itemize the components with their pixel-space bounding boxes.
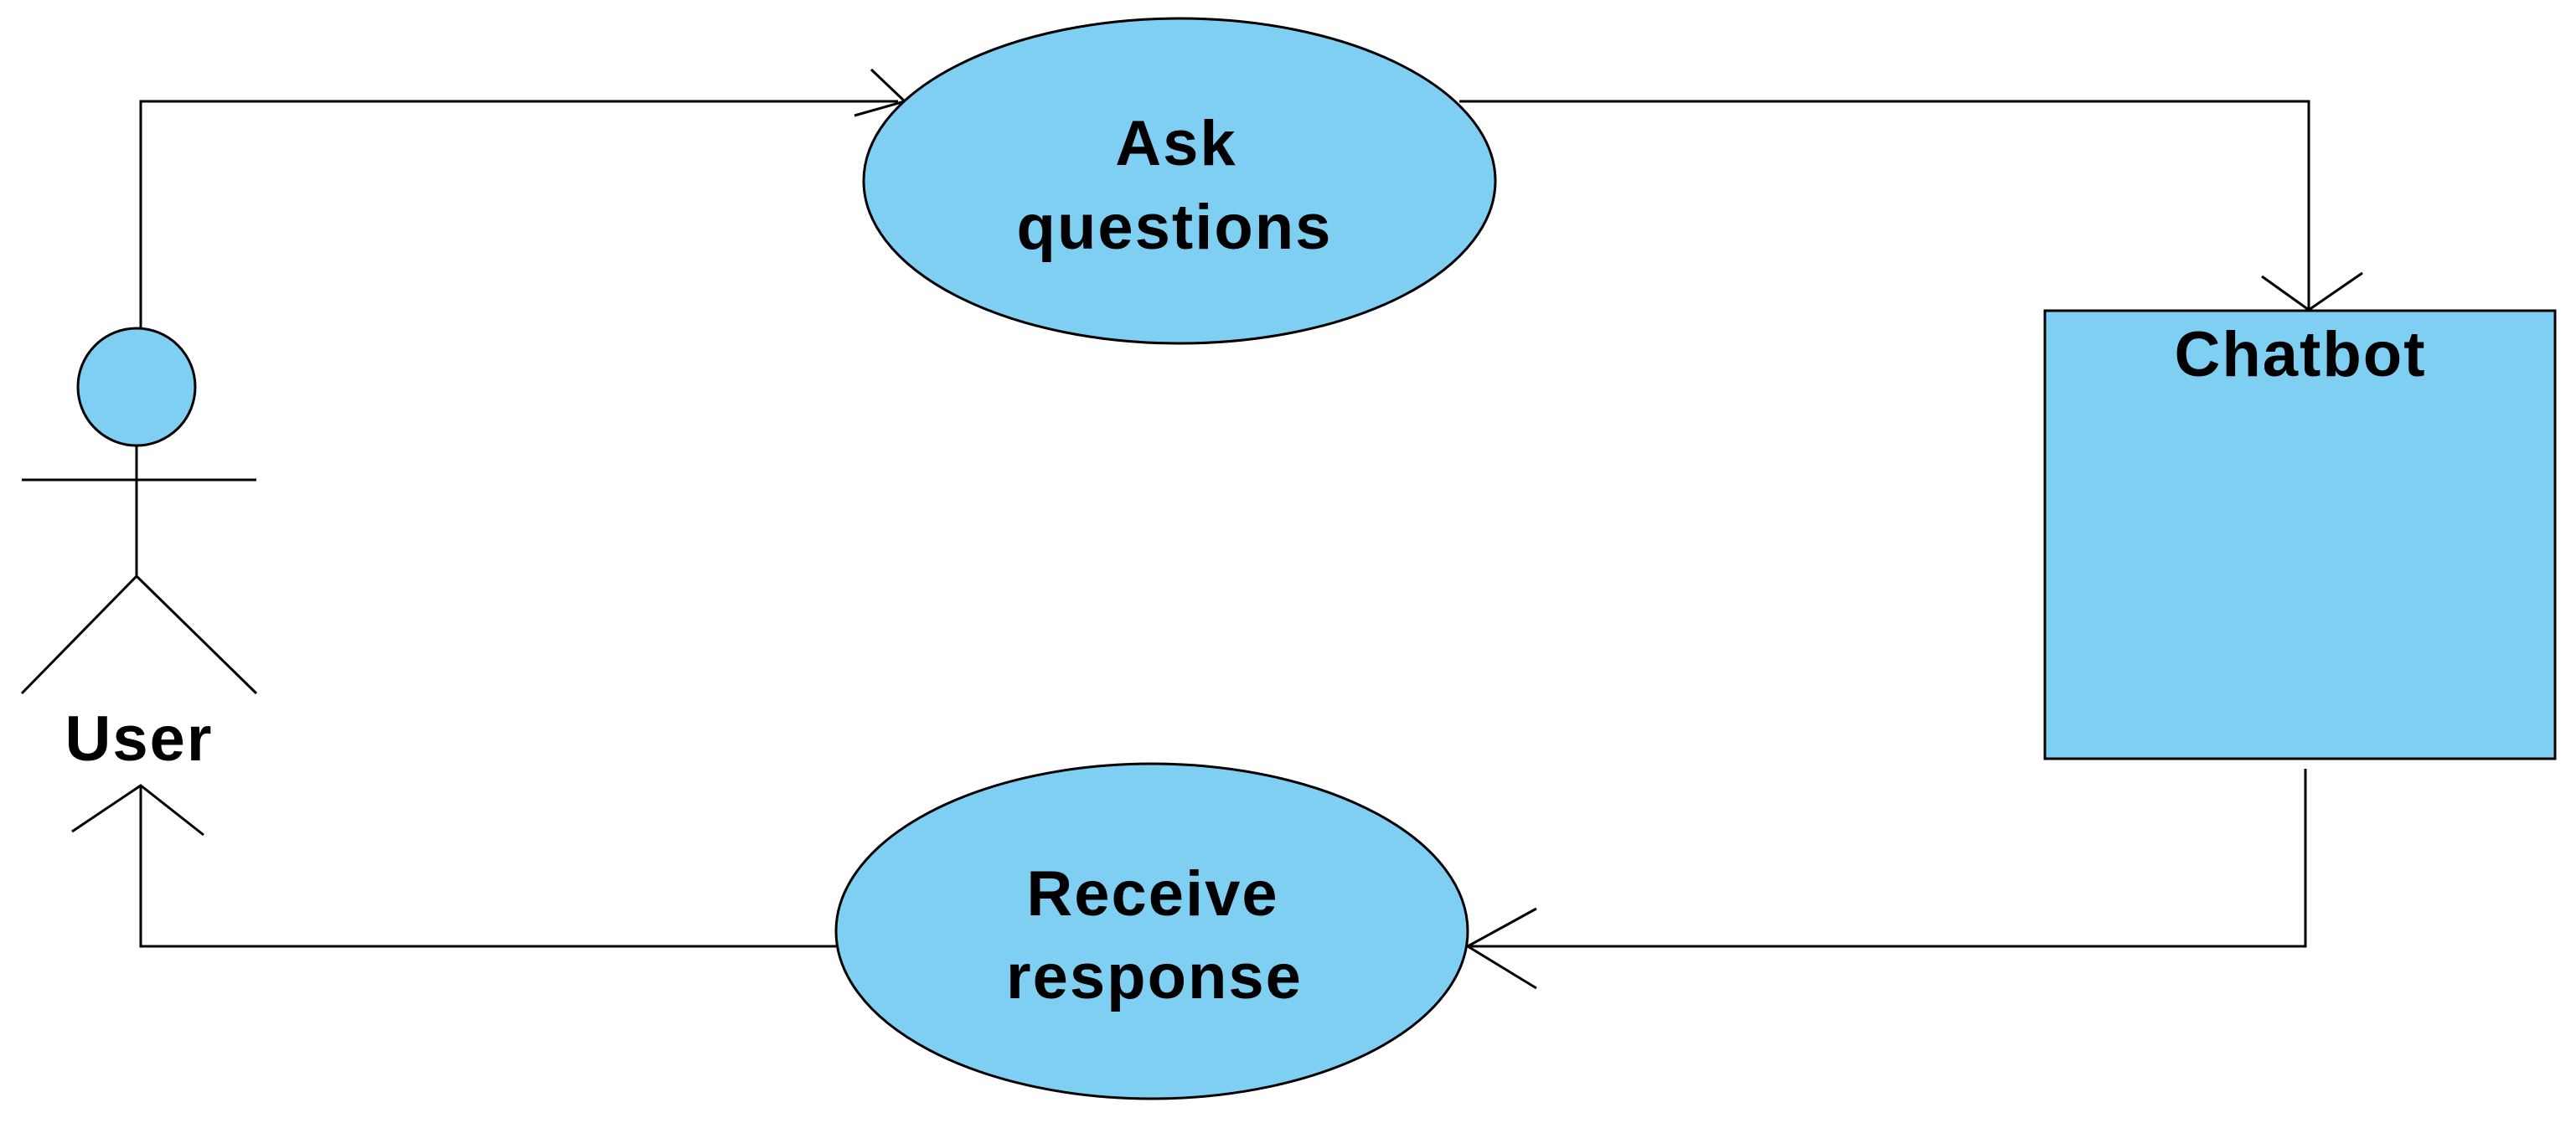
use-case-label-line1: Ask — [1115, 108, 1236, 179]
use-case-ellipse — [862, 17, 1497, 345]
use-case-receive-response: Receive response — [834, 762, 1469, 1100]
actor-user: User — [20, 327, 258, 775]
use-case-label-line1: Receive — [1026, 858, 1278, 930]
system-box — [2043, 309, 2557, 760]
actor-right-leg — [135, 574, 258, 695]
use-case-ellipse — [834, 762, 1469, 1100]
edge-chatbot-to-receive — [1470, 769, 2307, 948]
system-label: Chatbot — [2174, 319, 2426, 390]
use-case-ask-questions: Ask questions — [862, 17, 1497, 345]
arrowhead-chatbot — [2261, 271, 2363, 312]
use-case-label-line2: questions — [1017, 192, 1333, 263]
actor-left-leg — [20, 574, 138, 695]
actor-head — [76, 327, 197, 447]
actor-label: User — [65, 703, 214, 775]
system-chatbot: Chatbot — [2043, 309, 2557, 760]
arrowhead-user — [71, 784, 204, 837]
use-case-label-line2: response — [1006, 941, 1303, 1012]
arrowhead-receive — [1465, 907, 1537, 990]
edge-receive-to-user — [139, 786, 836, 948]
edge-ask-to-chatbot — [1459, 100, 2310, 308]
edge-user-to-ask — [139, 100, 898, 345]
